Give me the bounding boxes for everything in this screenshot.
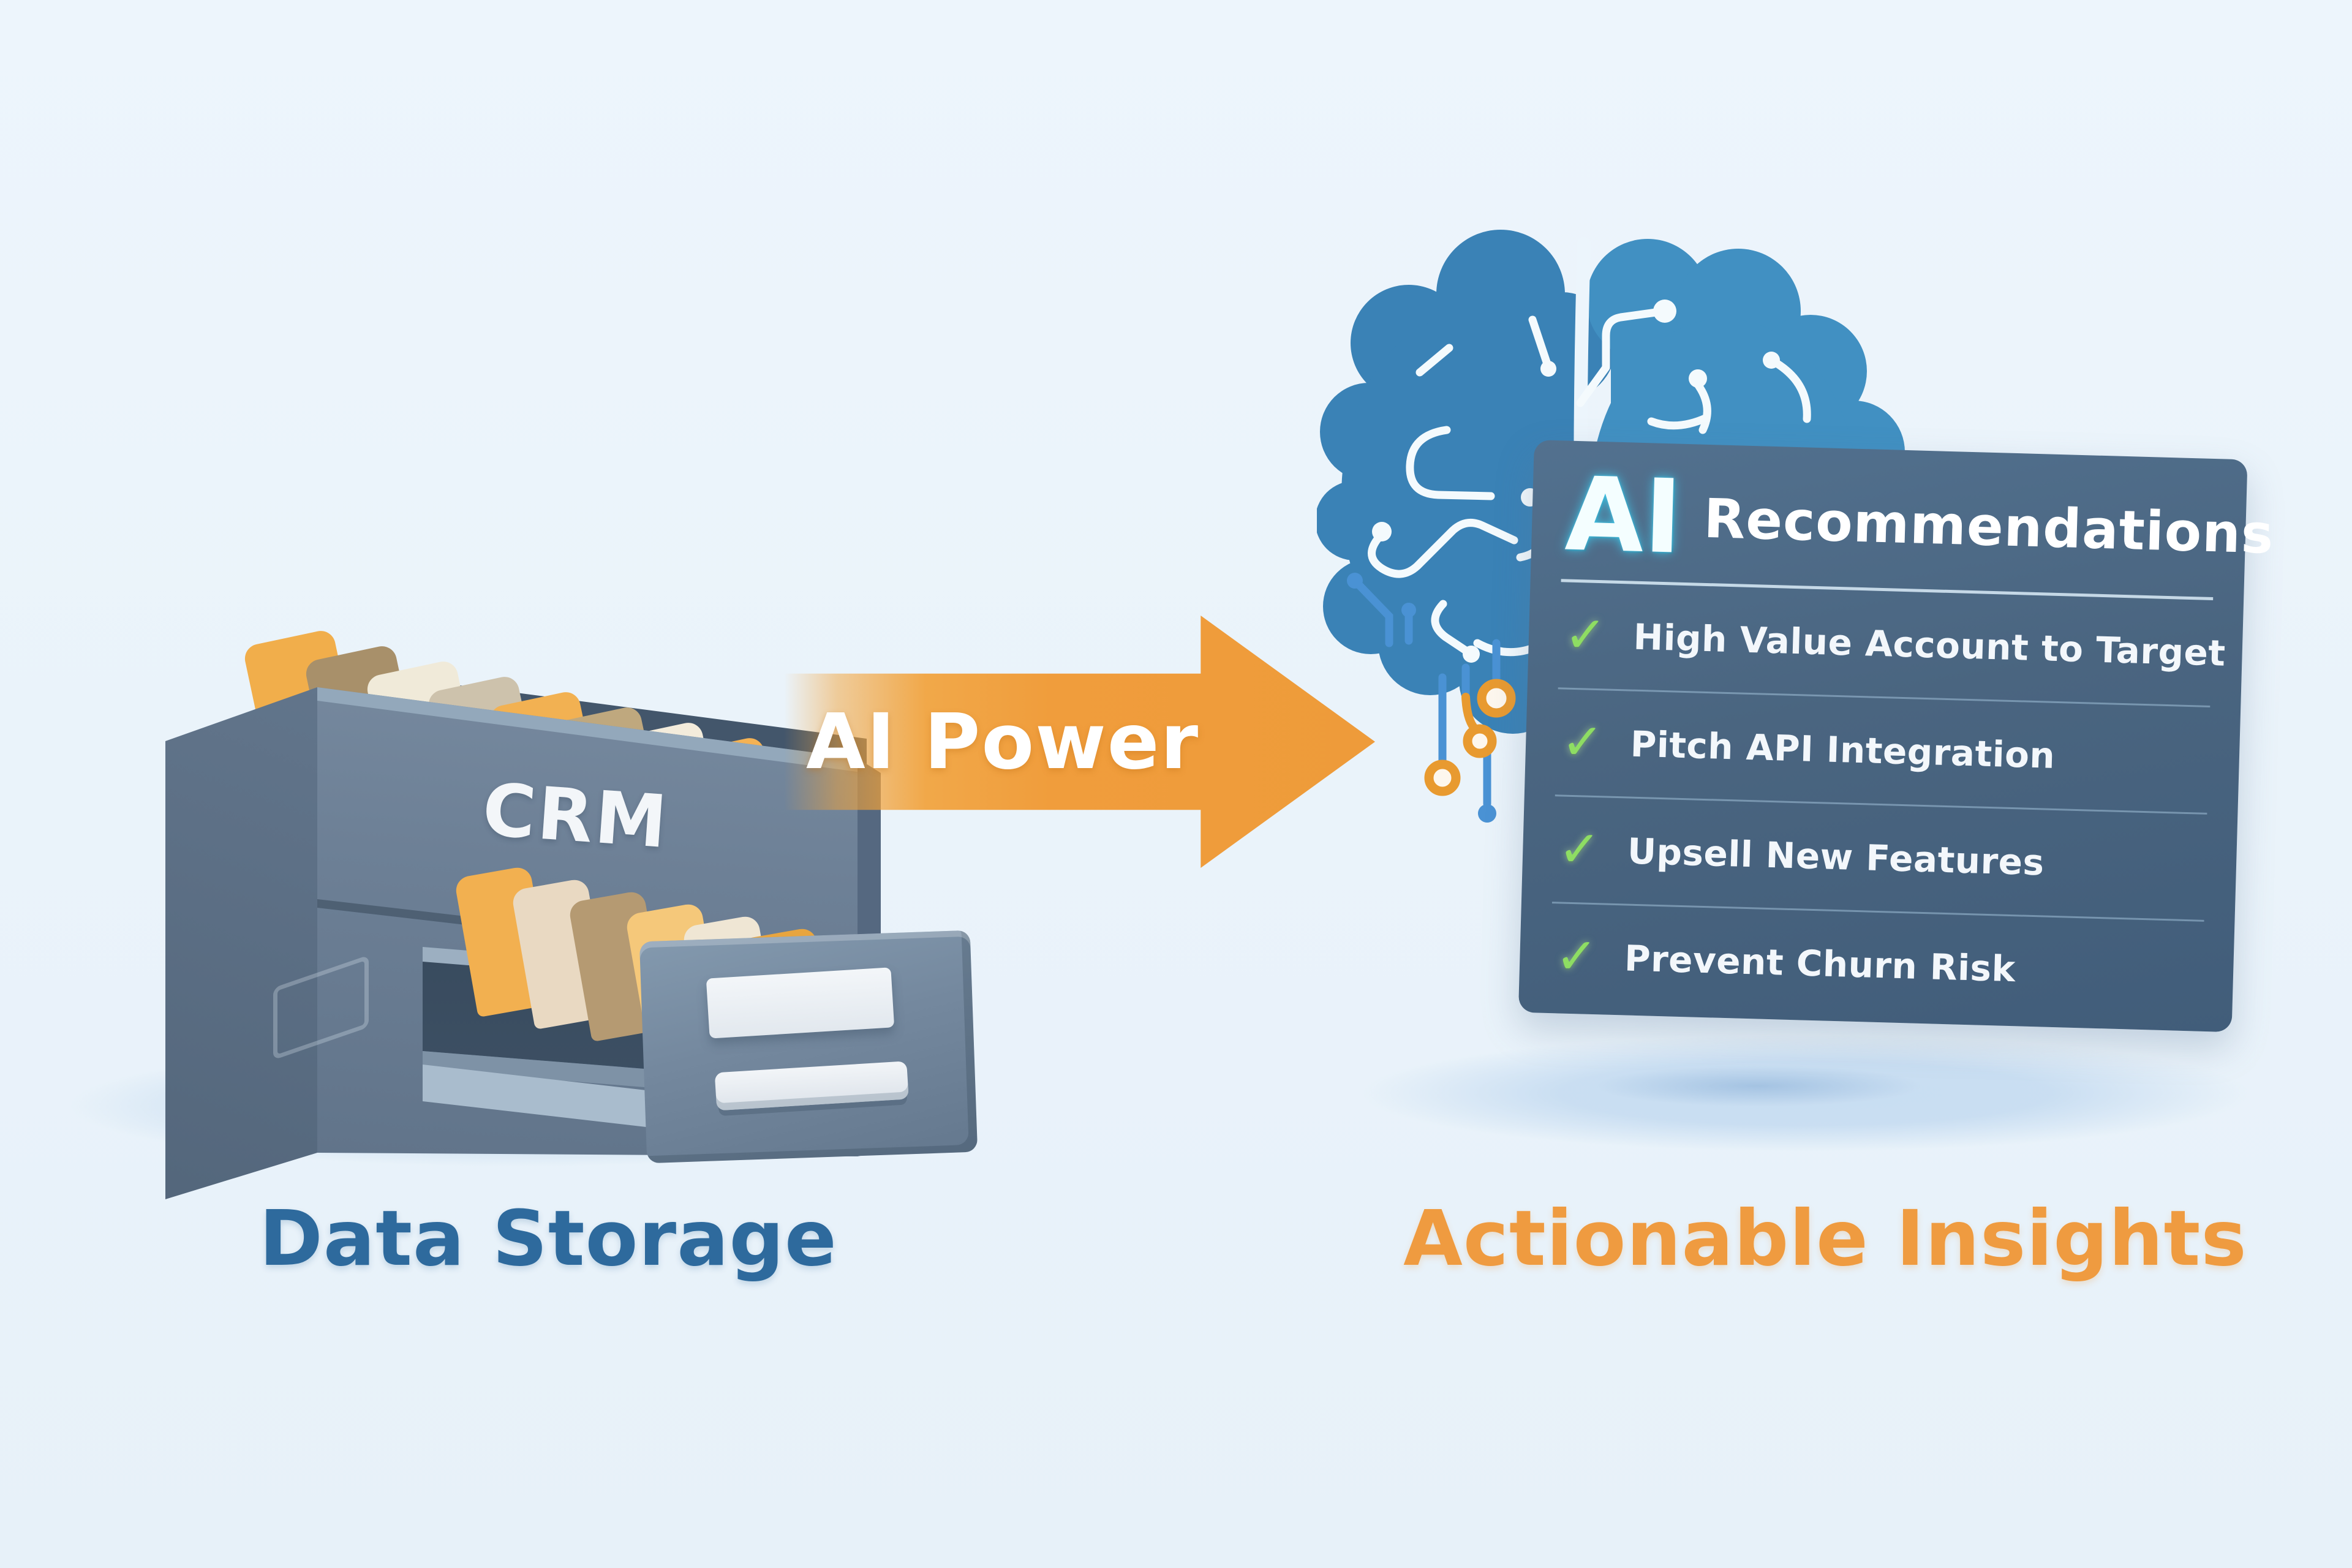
item-label: Upsell New Features bbox=[1627, 830, 2045, 884]
item-label: Prevent Churn Risk bbox=[1624, 937, 2016, 990]
panel-header: AI Recommendations bbox=[1561, 455, 2275, 600]
item-label: High Value Account to Target bbox=[1632, 616, 2226, 674]
check-icon: ✓ bbox=[1555, 926, 1599, 986]
drawer-handle bbox=[714, 1061, 909, 1111]
open-drawer-front bbox=[639, 930, 978, 1164]
filing-cabinet: CRM bbox=[159, 619, 992, 1219]
check-icon: ✓ bbox=[1563, 605, 1608, 665]
panel-title: Recommendations bbox=[1703, 487, 2275, 567]
recommendation-item: ✓ Upsell New Features bbox=[1551, 794, 2207, 920]
item-label: Pitch API Integration bbox=[1629, 723, 2056, 777]
drawer-label-plate bbox=[706, 967, 895, 1039]
check-icon: ✓ bbox=[1560, 712, 1605, 772]
panel-title-prefix: AI bbox=[1563, 455, 1684, 577]
circuit-node-blue bbox=[1347, 573, 1363, 589]
circuit-node-blue bbox=[1401, 603, 1416, 617]
circuit-node-blue bbox=[1478, 804, 1496, 823]
actionable-insights-caption: Actionable Insights bbox=[1403, 1194, 2247, 1283]
recommendation-item: ✓ Prevent Churn Risk bbox=[1549, 901, 2204, 1027]
cabinet-label: CRM bbox=[480, 767, 672, 865]
cabinet-left-face bbox=[165, 687, 317, 1199]
ai-recommendations-panel: AI Recommendations ✓ High Value Account … bbox=[1518, 440, 2275, 1033]
arrow-label: AI Power bbox=[805, 697, 1200, 786]
ground-shadow-right-inner bbox=[1586, 1065, 1929, 1107]
circuit-tails bbox=[1347, 573, 1516, 823]
recommendation-item: ✓ Pitch API Integration bbox=[1555, 687, 2211, 813]
data-storage-caption: Data Storage bbox=[259, 1194, 837, 1283]
check-icon: ✓ bbox=[1558, 820, 1602, 879]
recommendation-item: ✓ High Value Account to Target bbox=[1558, 582, 2226, 706]
